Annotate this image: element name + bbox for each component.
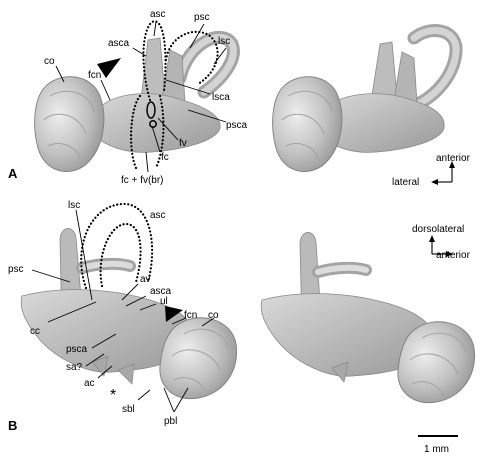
arrowhead-b (165, 306, 183, 322)
leaders-a (55, 21, 227, 173)
labels-a: asc psc lsc asca co fcn lsca psca fv fc … (44, 9, 248, 186)
label-b-pbl: pbl (164, 416, 177, 427)
label-b-lsc: lsc (68, 200, 80, 211)
label-b-cc: cc (30, 326, 40, 337)
panel-label-b: B (8, 418, 17, 433)
label-asc: asc (150, 9, 166, 20)
label-psca: psca (226, 120, 248, 131)
orientation-b-up: dorsolateral (412, 224, 464, 235)
label-b-av: av (140, 274, 151, 285)
label-psc: psc (194, 12, 210, 23)
model-a-labelled (34, 20, 240, 173)
label-asca: asca (108, 38, 130, 49)
orientation-a-left: lateral (392, 177, 419, 188)
label-fv: fv (179, 138, 187, 149)
label-b-ul: ul (160, 296, 168, 307)
scale-bar-label: 1 mm (424, 444, 449, 455)
orientation-b: dorsolateral anterior (412, 224, 471, 261)
label-b-star: * (110, 387, 116, 404)
labels-b: lsc asc psc av asca ul cc fcn co psca sa… (8, 200, 219, 427)
label-lsca: lsca (212, 92, 230, 103)
label-b-sa: sa? (66, 362, 83, 373)
label-b-fcn: fcn (184, 310, 197, 321)
label-fcn: fcn (88, 70, 101, 81)
leaders-b (31, 209, 215, 413)
label-b-co: co (208, 310, 219, 321)
panel-label-a: A (8, 166, 18, 181)
arrowhead-a (97, 58, 121, 78)
label-b-ac: ac (84, 378, 95, 389)
label-b-asca: asca (150, 286, 172, 297)
model-b-plain (260, 232, 476, 404)
label-fc: fc (161, 152, 169, 163)
scale-bar: 1 mm (418, 435, 458, 455)
label-b-psc: psc (8, 264, 24, 275)
model-b-labelled (20, 202, 238, 400)
orientation-a: anterior lateral (392, 153, 471, 188)
label-b-psca: psca (66, 344, 88, 355)
label-lsc: lsc (218, 36, 230, 47)
orientation-b-right: anterior (436, 250, 471, 261)
label-b-sbl: sbl (122, 404, 135, 415)
orientation-a-up: anterior (436, 153, 471, 164)
label-co: co (44, 56, 55, 67)
model-a-plain (272, 24, 463, 173)
label-b-asc: asc (150, 210, 166, 221)
label-fc-fv: fc + fv(br) (121, 175, 164, 186)
